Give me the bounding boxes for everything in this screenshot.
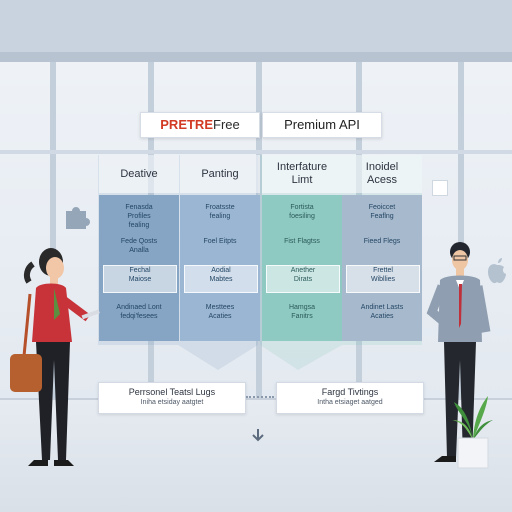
floor-edge <box>0 398 512 401</box>
window-mullion <box>50 62 56 402</box>
column-cell: Fist Flagtss <box>284 238 320 245</box>
tab-free[interactable]: PRETREFree <box>140 112 260 138</box>
window-mullion <box>458 62 464 402</box>
column-body: Fortista foesiling Fist Flagtss Anether … <box>262 195 342 341</box>
column-cell: Froatsste fealing <box>205 204 235 220</box>
column-cell: Anether Dirats <box>266 265 340 293</box>
column-premium-2: Inoidel Acess Feoiccet Feaflng Fieed Fle… <box>342 155 422 341</box>
summary-subtitle: Iniha etsiday aatgtet <box>140 399 204 406</box>
column-cell: Mesttees Acaties <box>205 304 235 320</box>
potted-plant <box>452 396 493 469</box>
column-free-1: Deative Fenasda Profiles fealing Fede Qo… <box>99 155 179 341</box>
summary-box-left[interactable]: Perrsonel Teatsl Lugs Iniha etsiday aatg… <box>98 382 246 414</box>
column-cell: Andinaed Lont fedqi'fesees <box>116 304 162 320</box>
tab-free-label: Free <box>213 117 240 132</box>
column-header: Inoidel Acess <box>342 155 422 193</box>
summary-subtitle: Intha etsiaget aatged <box>317 399 383 406</box>
column-cell: Fenasda Profiles fealing <box>125 204 153 229</box>
column-cell: Fortista foesiling <box>289 204 315 220</box>
ceiling-beam <box>0 52 512 62</box>
woman-figure <box>10 248 100 466</box>
summary-box-right[interactable]: Fargd Tivtings Intha etsiaget aatged <box>276 382 424 414</box>
column-cell: Fieed Flegs <box>363 238 401 245</box>
column-body: Feoiccet Feaflng Fieed Flegs Frettel Wib… <box>342 195 422 341</box>
column-header: Interfature Limt <box>262 155 342 193</box>
column-free-2: Panting Froatsste fealing Foel Eitpts Ao… <box>180 155 260 341</box>
window-panel-icon <box>432 180 448 196</box>
column-cell: Hamgsa Fanitrs <box>288 304 316 320</box>
tab-free-prefix: PRETRE <box>160 117 213 132</box>
column-cell: Foel Eitpts <box>203 238 237 245</box>
floor <box>0 400 512 512</box>
column-body: Froatsste fealing Foel Eitpts Aodial Mab… <box>180 195 260 341</box>
column-header: Panting <box>180 155 260 193</box>
apple-logo-icon <box>488 258 506 284</box>
column-body: Fenasda Profiles fealing Fede Qosts Anal… <box>99 195 179 341</box>
column-cell: Frettel Wibllies <box>346 265 420 293</box>
summary-title: Perrsonel Teatsl Lugs <box>128 387 216 397</box>
summary-title: Fargd Tivtings <box>321 387 379 397</box>
column-cell: Fechal Maiose <box>103 265 177 293</box>
column-cell: Aodial Mabtes <box>184 265 258 293</box>
ceiling <box>0 0 512 58</box>
man-figure <box>426 242 491 462</box>
column-cell: Fede Qosts Analla <box>120 238 158 254</box>
column-cell: Feoiccet Feaflng <box>368 204 396 220</box>
column-header: Deative <box>99 155 179 193</box>
tab-premium[interactable]: Premium API <box>262 112 382 138</box>
column-cell: Andinet Lasts Acaties <box>360 304 404 320</box>
window-transom <box>0 150 512 154</box>
arrow-down-icon <box>252 429 264 442</box>
connector-dots <box>246 396 274 398</box>
puzzle-icon <box>66 207 90 229</box>
column-premium-1: Interfature Limt Fortista foesiling Fist… <box>262 155 342 341</box>
